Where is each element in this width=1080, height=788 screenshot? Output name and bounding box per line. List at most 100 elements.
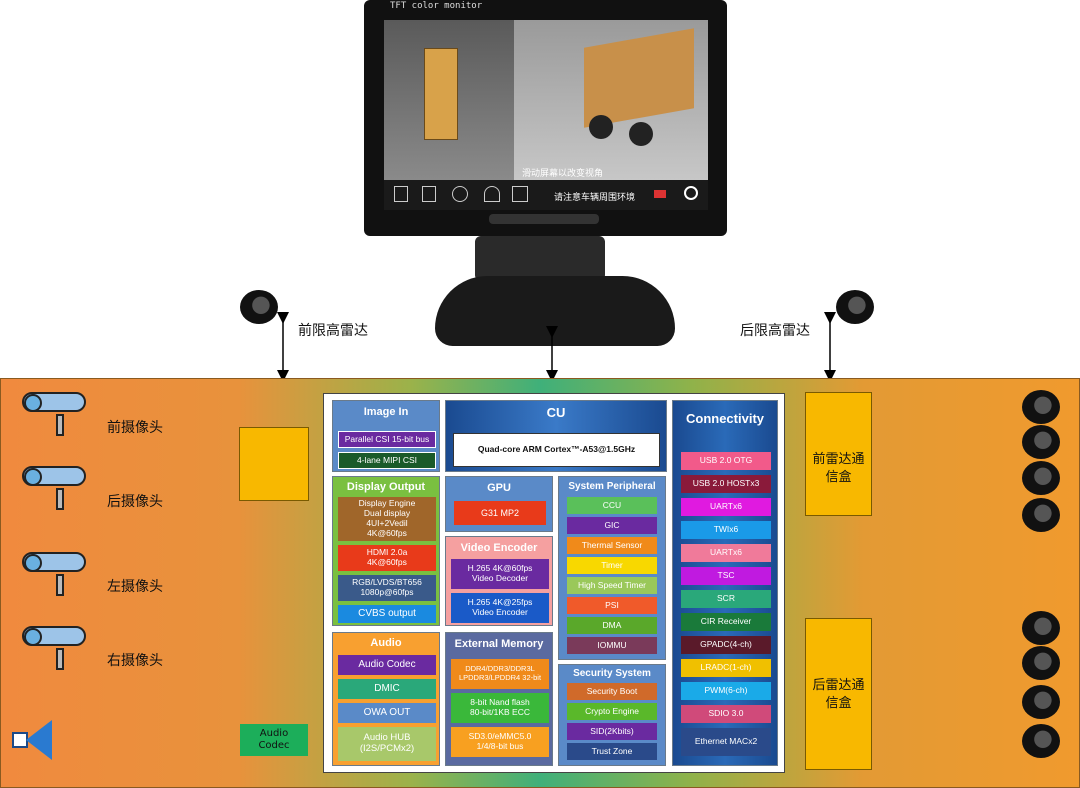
- nand-flash: 8-bit Nand flash 80-bit/1KB ECC: [451, 693, 549, 723]
- audio-title: Audio: [370, 637, 402, 649]
- image-in-title: Image In: [363, 406, 409, 418]
- front-radar-label: 前限高雷达: [298, 323, 368, 339]
- cu-core: Quad-core ARM Cortex™-A53@1.5GHz: [453, 433, 660, 467]
- crypto-engine: Crypto Engine: [567, 703, 657, 720]
- rear-radar-sensor-icon: [1022, 611, 1060, 645]
- display-title: Display Output: [346, 481, 426, 493]
- image-in-item: Parallel CSI 15-bit bus: [338, 431, 436, 448]
- rear-radar-box: 后雷达通 信盒: [805, 618, 872, 770]
- overlay-text: 滑动屏幕以改变视角: [522, 169, 604, 179]
- gpu-core: G31 MP2: [454, 501, 546, 525]
- truck-wheel: [629, 122, 653, 146]
- audio-codec-box: Audio Codec: [240, 724, 308, 756]
- dmic: DMIC: [338, 679, 436, 699]
- display-output-block: Display Output Display Engine Dual displ…: [332, 476, 440, 626]
- camera-label-left: 左摄像头: [107, 579, 163, 595]
- rear-radar-sensor-icon: [1022, 685, 1060, 719]
- connectivity-block: Connectivity USB 2.0 OTG USB 2.0 HOSTx3 …: [672, 400, 778, 766]
- front-limit-radar-icon: [240, 290, 278, 324]
- rewind-icon[interactable]: [654, 190, 666, 198]
- soc-panel: Image In Parallel CSI 15-bit bus 4-lane …: [323, 393, 785, 773]
- security-title: Security System: [573, 668, 651, 679]
- display-engine: Display Engine Dual display 4UI+2Vedil 4…: [338, 497, 436, 541]
- rear-radar-sensor-icon: [1022, 724, 1060, 758]
- cvbs-output: CVBS output: [338, 605, 436, 623]
- toolbar-text: 请注意车辆周围环境: [554, 193, 636, 203]
- system-peripheral-block: System Peripheral CCU GIC Thermal Sensor…: [558, 476, 666, 660]
- cu-title: CU: [546, 405, 566, 420]
- rear-camera-icon: [20, 456, 90, 516]
- hdmi: HDMI 2.0a 4K@60fps: [338, 545, 436, 571]
- arrow-down-icon[interactable]: [422, 186, 436, 202]
- video-encoder: H.265 4K@25fps Video Encoder: [451, 593, 549, 623]
- monitor-screen: 滑动屏幕以改变视角 请注意车辆周围环境: [384, 20, 708, 210]
- security-system-block: Security System Security Boot Crypto Eng…: [558, 664, 666, 766]
- sdio: SDIO 3.0: [681, 705, 771, 723]
- sid: SID(2Kbits): [567, 723, 657, 740]
- monitor-buttons[interactable]: [489, 214, 599, 224]
- front-camera-icon: [20, 382, 90, 442]
- rear-radar-label: 后限高雷达: [740, 323, 810, 339]
- ethernet: Ethernet MACx2: [681, 728, 771, 756]
- camera-label-front: 前摄像头: [107, 420, 163, 436]
- trust-zone: Trust Zone: [567, 743, 657, 760]
- camera-hub-box: [239, 427, 309, 501]
- sd-emmc: SD3.0/eMMC5.0 1/4/8-bit bus: [451, 727, 549, 757]
- gpu-block: GPU G31 MP2: [445, 476, 553, 532]
- memory-title: External Memory: [454, 638, 544, 650]
- scr: SCR: [681, 590, 771, 608]
- peripheral-title: System Peripheral: [568, 481, 656, 492]
- gpu-title: GPU: [487, 482, 511, 494]
- uart: UARTx6: [681, 498, 771, 516]
- usb-otg: USB 2.0 OTG: [681, 452, 771, 470]
- audio-codec: Audio Codec: [338, 655, 436, 675]
- left-camera-icon: [20, 542, 90, 602]
- gear-icon[interactable]: [684, 186, 698, 200]
- image-in-item: 4-lane MIPI CSI: [338, 452, 436, 469]
- uart: UARTx6: [681, 544, 771, 562]
- security-boot: Security Boot: [567, 683, 657, 700]
- gic: GIC: [567, 517, 657, 534]
- image-in-block: Image In Parallel CSI 15-bit bus 4-lane …: [332, 400, 440, 472]
- video-decoder: H.265 4K@60fps Video Decoder: [451, 559, 549, 589]
- arrow-up-icon[interactable]: [394, 186, 408, 202]
- camera-label-right: 右摄像头: [107, 653, 163, 669]
- psi: PSI: [567, 597, 657, 614]
- audio-hub: Audio HUB (I2S/PCMx2): [338, 727, 436, 761]
- rgb-lvds: RGB/LVDS/BT656 1080p@60fps: [338, 575, 436, 601]
- rear-view-icon[interactable]: [484, 186, 500, 202]
- video-encoder-block: Video Encoder H.265 4K@60fps Video Decod…: [445, 536, 553, 626]
- down-view-icon[interactable]: [512, 186, 528, 202]
- twi: TWIx6: [681, 521, 771, 539]
- audio-block: Audio Audio Codec DMIC OWA OUT Audio HUB…: [332, 632, 440, 766]
- monitor: TFT color monitor 滑动屏幕以改变视角 请注意车辆周围环境: [364, 0, 727, 236]
- thermal-sensor: Thermal Sensor: [567, 537, 657, 554]
- right-camera-icon: [20, 616, 90, 676]
- connectivity-title: Connectivity: [685, 411, 764, 426]
- rear-radar-sensor-icon: [1022, 646, 1060, 680]
- high-speed-timer: High Speed Timer: [567, 577, 657, 594]
- truck-wheel: [589, 115, 613, 139]
- front-radar-box: 前雷达通 信盒: [805, 392, 872, 516]
- truck-topview: [424, 48, 458, 140]
- external-memory-block: External Memory DDR4/DDR3/DDR3L LPDDR3/L…: [445, 632, 553, 766]
- timer: Timer: [567, 557, 657, 574]
- speaker-icon: [12, 718, 62, 760]
- monitor-stand: [475, 236, 605, 281]
- front-radar-sensor-icon: [1022, 425, 1060, 459]
- usb-host: USB 2.0 HOSTx3: [681, 475, 771, 493]
- video-title: Video Encoder: [460, 542, 538, 554]
- rear-limit-radar-icon: [836, 290, 874, 324]
- tsc: TSC: [681, 567, 771, 585]
- iommu: IOMMU: [567, 637, 657, 654]
- dma: DMA: [567, 617, 657, 634]
- ddr: DDR4/DDR3/DDR3L LPDDR3/LPDDR4 32-bit: [451, 659, 549, 689]
- split-view-icon[interactable]: [452, 186, 468, 202]
- camera-label-rear: 后摄像头: [107, 494, 163, 510]
- lradc: LRADC(1-ch): [681, 659, 771, 677]
- owa-out: OWA OUT: [338, 703, 436, 723]
- front-radar-sensor-icon: [1022, 461, 1060, 495]
- monitor-title: TFT color monitor: [390, 1, 483, 11]
- front-radar-sensor-icon: [1022, 498, 1060, 532]
- front-radar-sensor-icon: [1022, 390, 1060, 424]
